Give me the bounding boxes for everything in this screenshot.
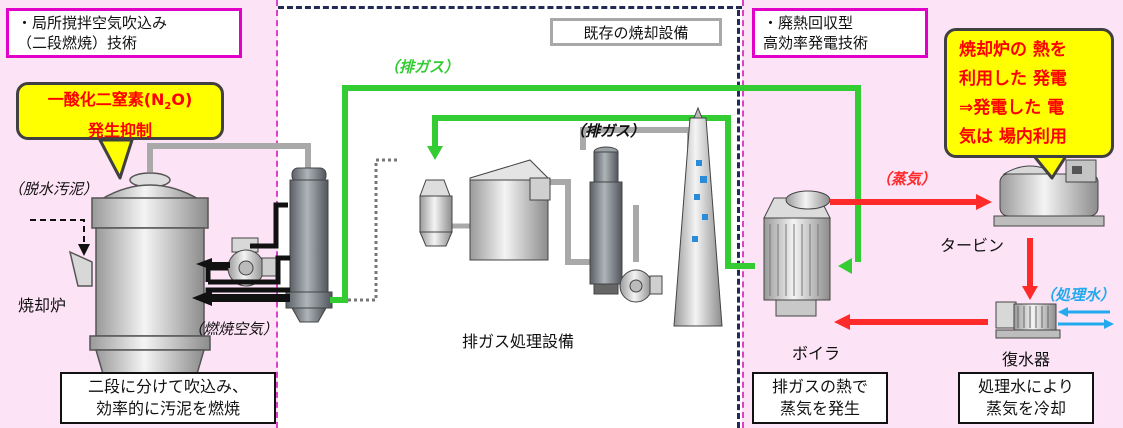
power-callout-line3: ⇒発電した 電 (959, 98, 1065, 118)
right-title-line2: 高効率発電技術 (763, 34, 869, 52)
induced-draft-fan (619, 269, 663, 303)
exhaust-label-center: （排ガス） (570, 122, 646, 140)
sludge-dashed-arrow (30, 219, 85, 246)
left-title-line1: ・局所撹拌空気吹込み (17, 14, 168, 32)
treated-water-arrows (1058, 307, 1114, 329)
left-note-line2: 効率的に汚泥を燃焼 (95, 399, 240, 418)
sludge-arrow-head (78, 244, 90, 256)
power-callout-line2: 利用した 発電 (959, 69, 1067, 89)
right-note-line1: 処理水により (978, 377, 1074, 396)
combustion-air-label: （燃焼空気） (188, 320, 279, 338)
exhaust-arrow-head-boiler (838, 258, 852, 274)
air-arrow-shaft-lower (210, 294, 290, 302)
n2o-callout-line1: 一酸化二窒素(N2O) (47, 90, 193, 113)
combustion-air-fan (227, 237, 277, 287)
dotted-duct (330, 158, 398, 302)
right-title-line1: ・廃熱回収型 (763, 14, 854, 32)
steam-red-lines (830, 199, 1033, 325)
left-technology-title: ・局所撹拌空気吹込み （二段燃焼）技術 (6, 8, 242, 58)
condenser (995, 301, 1061, 339)
condenser-label: 復水器 (1002, 350, 1051, 369)
left-title-line2: （二段燃焼）技術 (17, 34, 138, 52)
gas-treatment-label: 排ガス処理設備 (462, 332, 575, 351)
incinerator-label: 焼却炉 (18, 296, 67, 315)
center-existing-equipment-title: 既存の焼却設備 (550, 18, 722, 46)
left-note-line1: 二段に分けて吹込み、 (87, 377, 248, 396)
turbine-label: タービン (940, 236, 1005, 255)
power-callout-line1: 焼却炉の 熱を (959, 40, 1067, 60)
condenser-cooling-note: 処理水により 蒸気を冷却 (958, 372, 1094, 424)
steam-arrow-to-condenser (1022, 286, 1038, 300)
steam-arrow-to-turbine (976, 194, 992, 210)
turbine (993, 159, 1105, 227)
boiler (763, 190, 831, 317)
incinerator (68, 172, 211, 417)
n2o-callout-tail (98, 138, 134, 180)
air-column (285, 167, 333, 323)
power-use-callout: 焼却炉の 熱を 利用した 発電 ⇒発電した 電 気は 場内利用 (944, 28, 1114, 158)
right-technology-title: ・廃熱回収型 高効率発電技術 (752, 8, 928, 58)
water-arrow-to-boiler (834, 314, 850, 330)
n2o-suppression-callout: 一酸化二窒素(N2O) 発生抑制 (16, 82, 224, 140)
middle-note-line1: 排ガスの熱で (771, 377, 868, 396)
sludge-label: （脱水汚泥） (8, 180, 99, 198)
cyclone (419, 179, 453, 247)
center-title: 既存の焼却設備 (583, 24, 689, 42)
gas-treatment-unit (469, 159, 551, 261)
steam-label: （蒸気） (876, 170, 937, 188)
middle-note-line2: 蒸気を発生 (779, 399, 860, 418)
boiler-label: ボイラ (792, 344, 841, 363)
center-right-dashed-line (737, 10, 740, 428)
exhaust-green-line (330, 85, 861, 303)
n2o-callout-line2: 発生抑制 (87, 121, 152, 141)
center-top-dashed-line (278, 6, 742, 9)
boiler-steam-note: 排ガスの熱で 蒸気を発生 (752, 372, 888, 424)
chimney-stack (673, 106, 723, 327)
power-callout-line4: 気は 場内利用 (959, 127, 1067, 147)
air-arrow-shaft-upper (206, 262, 230, 268)
right-note-line2: 蒸気を冷却 (985, 399, 1066, 418)
scrubber-tower (589, 146, 623, 295)
air-arrow-head-lower (192, 290, 212, 306)
two-stage-combustion-note: 二段に分けて吹込み、 効率的に汚泥を燃焼 (60, 372, 276, 424)
exhaust-arrow-head-center (427, 146, 443, 160)
treated-water-label: （処理水） (1040, 286, 1116, 304)
exhaust-label-top: （排ガス） (384, 58, 460, 76)
